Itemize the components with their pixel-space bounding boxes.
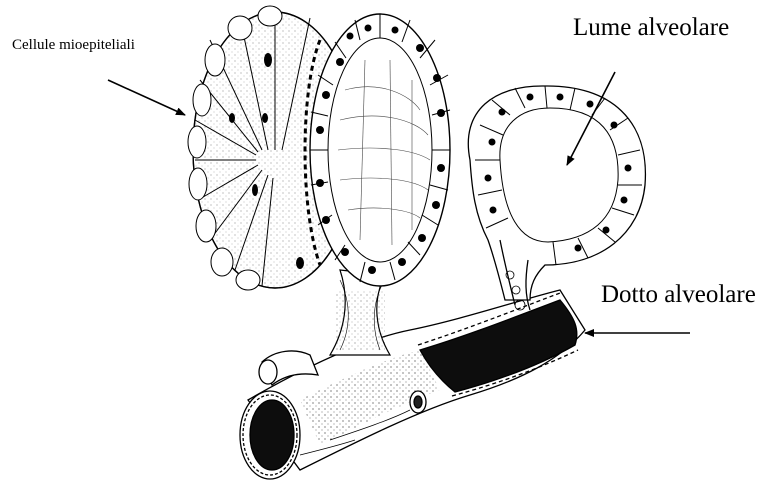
label-alveolar-duct: Dotto alveolare xyxy=(601,282,756,307)
label-myoepithelial-cells: Cellule mioepiteliali xyxy=(12,38,135,53)
main-duct xyxy=(240,290,585,479)
alveolus-section xyxy=(468,86,645,310)
label-alveolar-lumen: Lume alveolare xyxy=(573,15,729,40)
arrow-myoepithelial xyxy=(108,80,185,115)
